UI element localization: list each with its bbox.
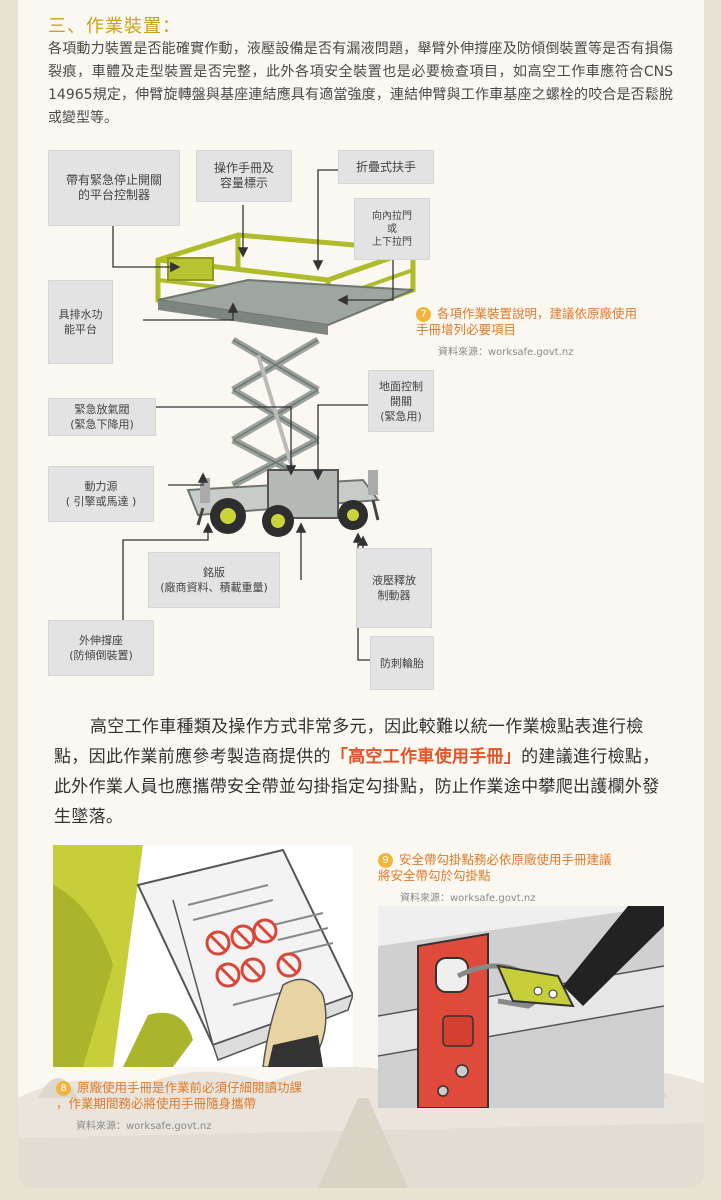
source-figure-7: 資料來源：worksafe.govt.nz xyxy=(438,347,574,358)
figure-number-badge: 8 xyxy=(56,1081,71,1096)
label-tire: 防刺輪胎 xyxy=(370,636,434,690)
body-text-1: 高空工作車種類及操作方式非常多元，因此較難以統一作業檢點表進行檢點，因此作業前應… xyxy=(54,717,644,767)
figure-8-image xyxy=(53,845,353,1067)
figure-number-badge: 9 xyxy=(378,853,393,868)
figure-9-image xyxy=(378,906,664,1108)
label-gate: 向內拉門 或 上下拉門 xyxy=(354,198,430,260)
page: 三、作業裝置： 各項動力裝置是否能確實作動，液壓設備是否有漏液問題，舉臂外伸撐座… xyxy=(18,0,704,1188)
manual-reading-illustration xyxy=(53,845,353,1067)
label-manual: 操作手冊及 容量標示 xyxy=(196,150,292,202)
scissor-lift-diagram xyxy=(112,169,416,661)
label-handrail: 折疊式扶手 xyxy=(338,150,434,184)
caption-text: 原廠使用手冊是作業前必須仔細閱讀功課 ，作業期間務必將使用手冊隨身攜帶 xyxy=(56,1080,303,1111)
label-nameplate: 銘版 (廠商資料、積載重量) xyxy=(148,552,280,608)
label-drain-platform: 具排水功 能平台 xyxy=(48,280,113,364)
harness-hook-illustration xyxy=(378,906,664,1108)
label-hydraulic-brake: 液壓釋放 制動器 xyxy=(356,548,432,628)
label-emergency-valve: 緊急放氣閥 (緊急下降用) xyxy=(48,398,156,436)
label-power: 動力源 ( 引擎或馬達 ) xyxy=(48,466,154,522)
body-paragraph: 高空工作車種類及操作方式非常多元，因此較難以統一作業檢點表進行檢點，因此作業前應… xyxy=(54,712,674,832)
source-figure-9: 資料來源：worksafe.govt.nz xyxy=(400,893,536,904)
intro-paragraph: 各項動力裝置是否能確實作動，液壓設備是否有漏液問題，舉臂外伸撐座及防傾倒裝置等是… xyxy=(48,41,673,126)
caption-text: 各項作業裝置說明，建議依原廠使用 手冊增列必要項目 xyxy=(416,306,638,337)
manual-highlight: 「高空工作車使用手冊」 xyxy=(330,747,522,767)
body-text-2: 的建議進行檢點，此外作業人員也應攜帶安全帶並勾掛指定勾掛點，防止作業途中攀爬出護… xyxy=(54,747,660,827)
source-figure-8: 資料來源：worksafe.govt.nz xyxy=(76,1121,212,1132)
label-emergency-stop: 帶有緊急停止開關 的平台控制器 xyxy=(48,150,180,226)
caption-text: 安全帶勾掛點務必依原廠使用手冊建議 將安全帶勾於勾掛點 xyxy=(378,852,612,883)
figure-number-badge: 7 xyxy=(416,307,431,322)
section-title: 三、作業裝置： xyxy=(48,16,181,37)
label-ground-control: 地面控制 開關 (緊急用) xyxy=(368,370,434,432)
label-outrigger: 外伸撐座 (防傾倒裝置) xyxy=(48,620,154,676)
